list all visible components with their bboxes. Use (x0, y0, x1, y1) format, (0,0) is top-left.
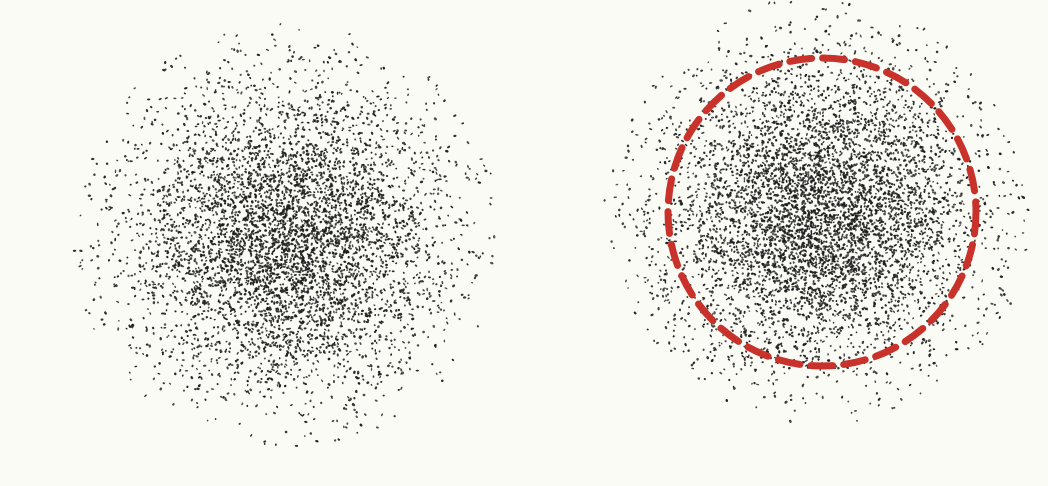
stipple-dot (166, 309, 168, 311)
stipple-dot (367, 164, 368, 166)
stipple-dot (367, 187, 369, 189)
stipple-dot (337, 92, 339, 95)
stipple-dot (184, 108, 186, 110)
stipple-dot (293, 258, 295, 261)
stipple-dot (391, 146, 393, 147)
stipple-dot (428, 292, 430, 295)
stipple-dot (261, 219, 264, 221)
stipple-dot (177, 213, 179, 216)
stipple-dot (218, 175, 220, 178)
stipple-dot (309, 333, 311, 335)
stipple-dot (174, 244, 176, 247)
stipple-dot (262, 176, 264, 178)
